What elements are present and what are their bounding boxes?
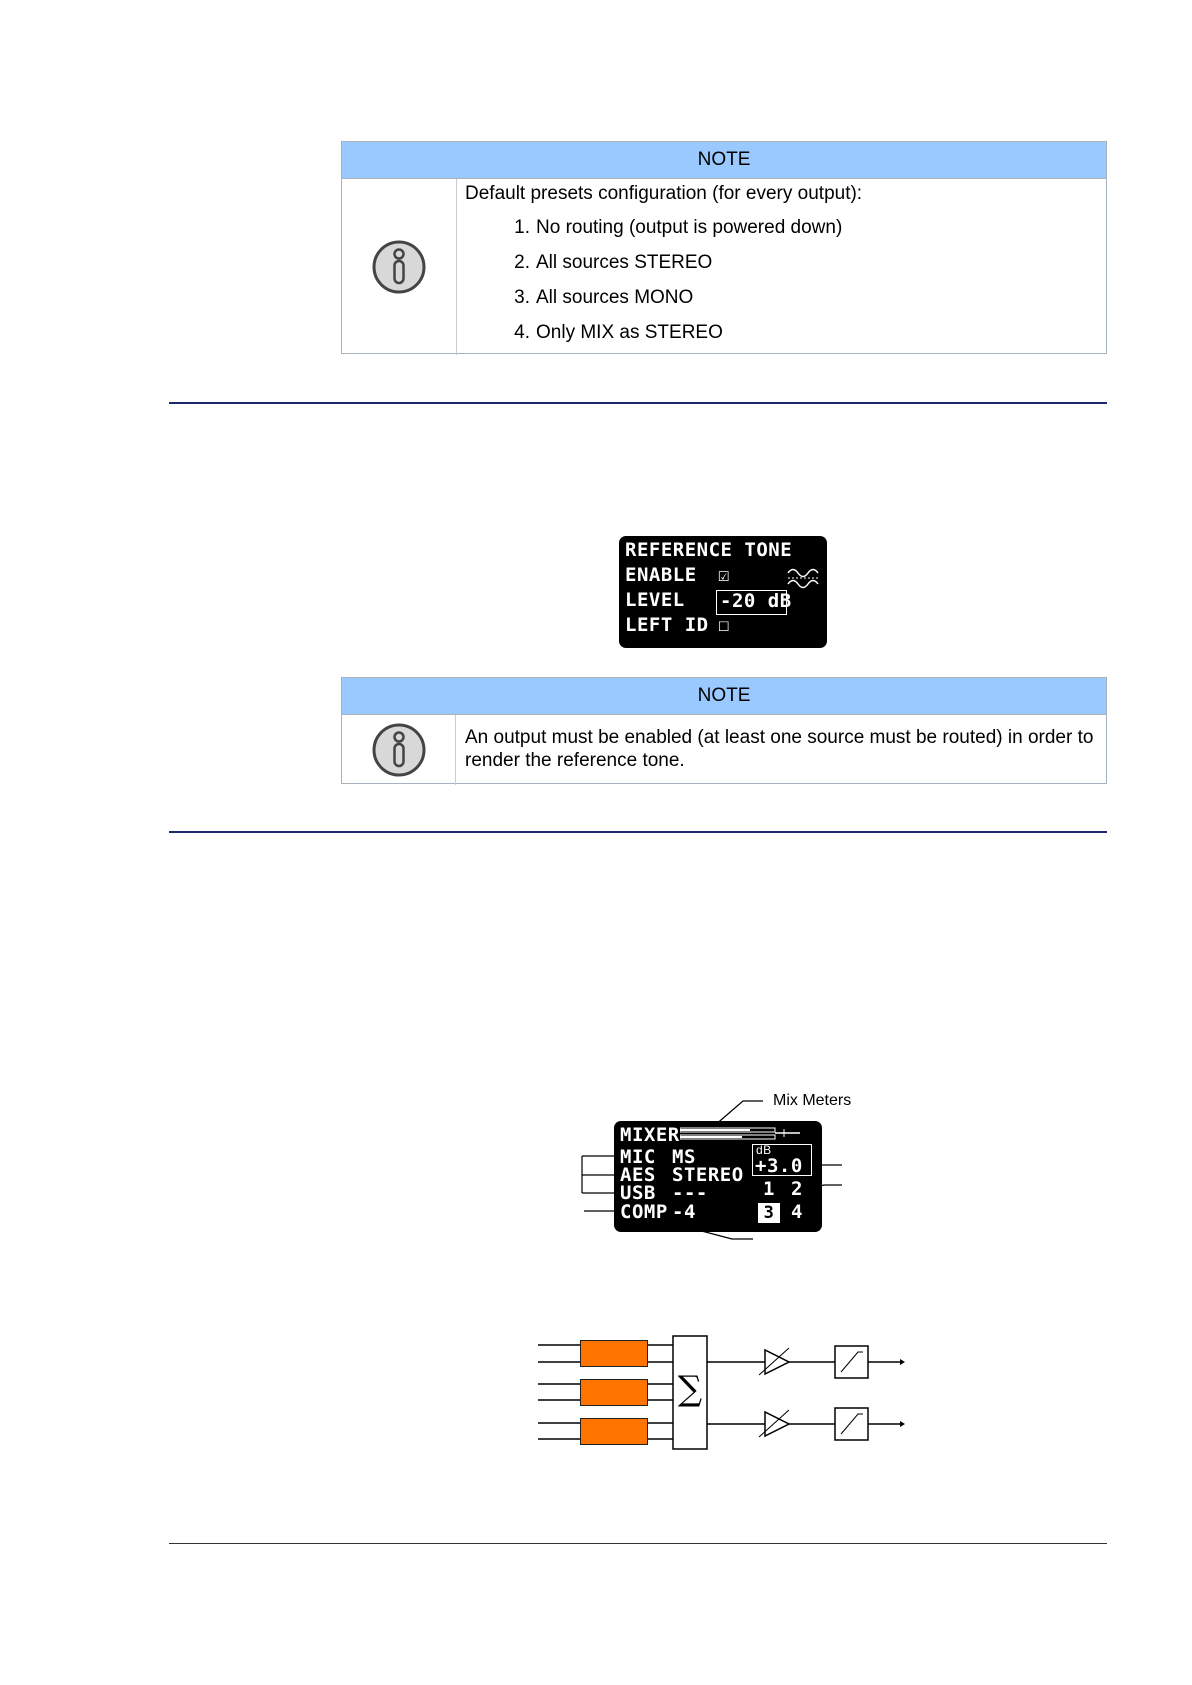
info-icon [372,723,426,777]
list-item: 3.All sources MONO [514,287,694,308]
source-label-mic: MIC [620,1146,656,1168]
source-label-aes: AES [620,1164,656,1186]
note-header: NOTE [342,678,1106,715]
note-box-reference-tone: NOTE An output must be enabled (at least… [341,677,1107,785]
output-2[interactable]: 2 [791,1178,803,1200]
note-header: NOTE [342,142,1106,179]
source-label-usb: USB [620,1182,656,1204]
left-id-checkbox[interactable]: ☐ [718,614,730,636]
left-id-label: LEFT ID [625,614,709,636]
level-value: -20 dB [720,590,792,612]
note-intro: Default presets configuration (for every… [465,183,863,204]
reference-tone-screen: REFERENCE TONE ENABLE ☑ LEVEL -20 dB LEF… [619,536,827,648]
list-item: 2.All sources STEREO [514,252,713,273]
output-1[interactable]: 1 [763,1178,775,1200]
mixer-title: MIXER [620,1124,680,1146]
note-box-presets: NOTE Default presets configuration (for … [341,141,1107,356]
section-divider [169,831,1107,833]
screen-title: REFERENCE TONE [625,539,793,561]
comp-label: COMP [620,1201,668,1223]
source-block-1 [580,1340,648,1367]
mixer-screen: MIXER MIC MS AES STEREO USB --- COMP -4 … [614,1121,822,1232]
list-item: 1.No routing (output is powered down) [514,217,843,238]
output-3-selected[interactable]: 3 [758,1203,780,1223]
mix-meter-bars [680,1127,800,1140]
mix-meters-callout: Mix Meters [773,1092,852,1109]
source-value-usb[interactable]: --- [672,1182,708,1204]
source-value-mic[interactable]: MS [672,1146,696,1168]
note-icon-cell [342,179,457,355]
output-4[interactable]: 4 [791,1201,803,1223]
source-value-aes[interactable]: STEREO [672,1164,744,1186]
summing-symbol: ∑ [677,1369,703,1409]
source-block-3 [580,1418,648,1445]
note-text: An output must be enabled (at least one … [465,727,1094,771]
footer-divider [169,1543,1107,1544]
gain-field[interactable] [752,1144,812,1176]
gain-value: +3.0 [755,1155,803,1177]
note-text: Default presets configuration (for every… [465,182,1104,356]
enable-checkbox[interactable]: ☑ [718,564,730,586]
level-field[interactable] [716,590,787,615]
preset-list: 1.No routing (output is powered down) 2.… [465,216,1104,356]
comp-value[interactable]: -4 [672,1201,696,1223]
section-divider [169,402,1107,404]
list-item: 4.Only MIX as STEREO [514,322,723,343]
note-icon-cell [342,715,456,785]
gain-unit: dB [756,1143,772,1157]
source-block-2 [580,1379,648,1406]
level-label: LEVEL [625,589,685,611]
enable-label: ENABLE [625,564,697,586]
info-icon [372,240,426,294]
sine-wave-icon [787,568,819,589]
